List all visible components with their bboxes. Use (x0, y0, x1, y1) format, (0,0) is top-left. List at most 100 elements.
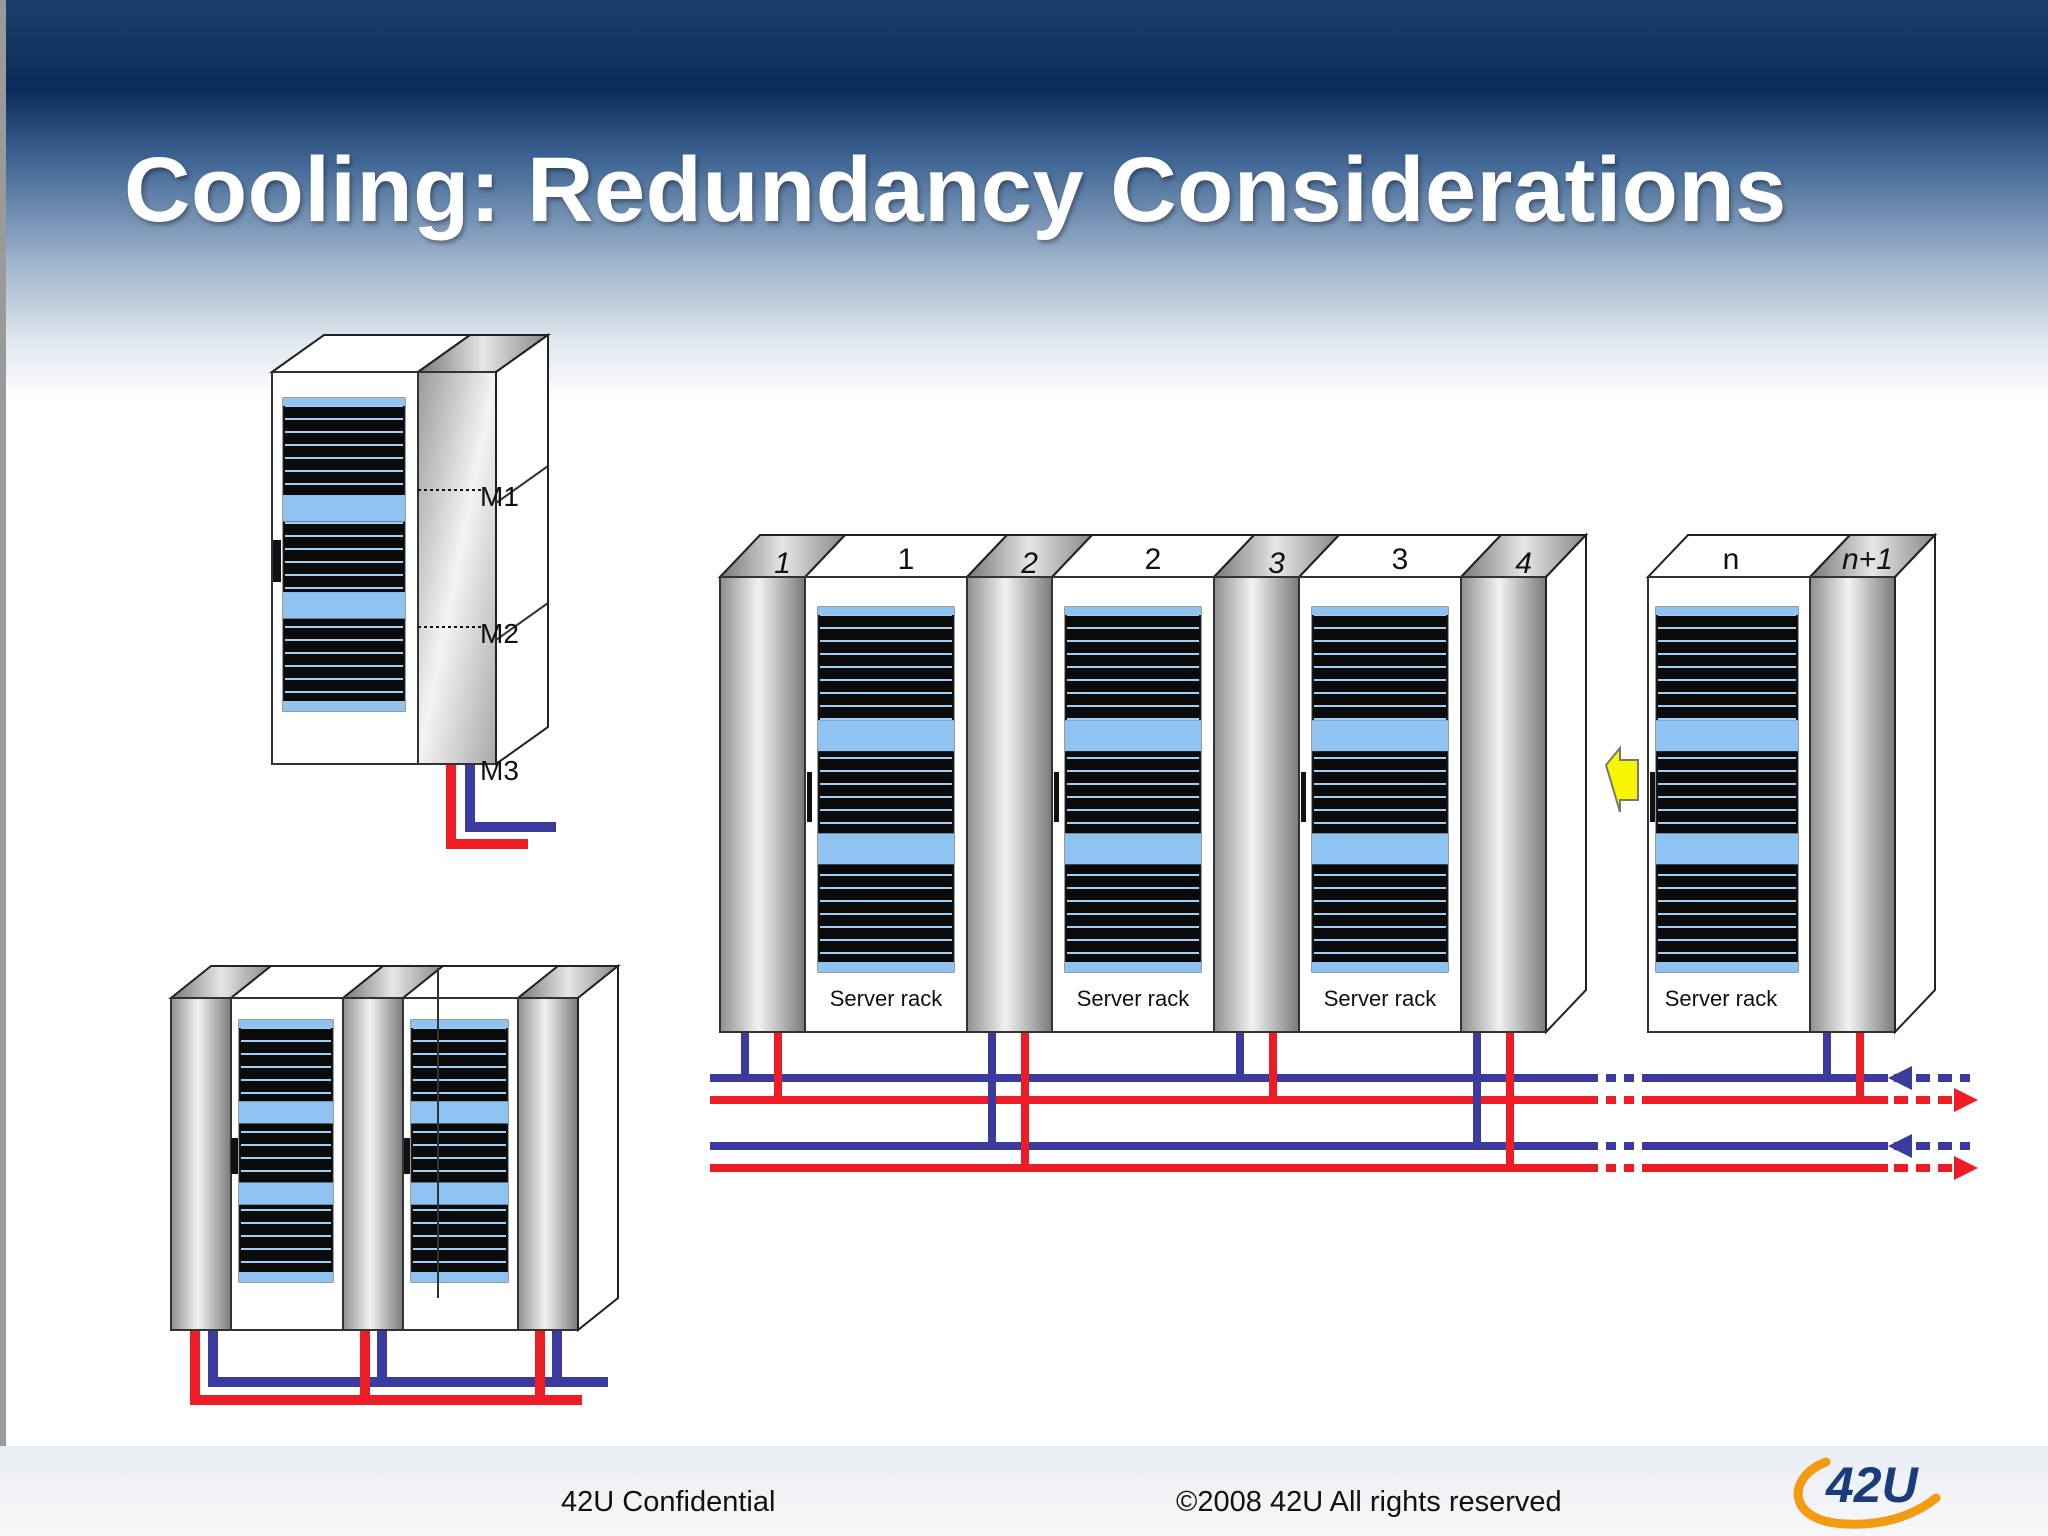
cooler-body (170, 997, 232, 1331)
server-blue-band (239, 1182, 333, 1205)
rack-side (577, 963, 619, 1333)
server-panel-body (817, 606, 955, 973)
server-panel-body (1655, 606, 1799, 973)
cooler-body (966, 576, 1053, 1033)
server-blue-band (1656, 833, 1798, 865)
cooler-label: 1 (774, 547, 791, 580)
server-blue-band (1312, 833, 1448, 865)
server-blue-band (283, 592, 405, 619)
rack-cooler (168, 965, 274, 1331)
server-blue-band (1312, 962, 1448, 972)
supply-arrow-icon (1954, 1156, 1978, 1180)
supply-pipe (446, 764, 528, 849)
rack-server-panel (817, 606, 955, 973)
cooling-pipes (190, 764, 1978, 1405)
server-panel-body (410, 1019, 509, 1283)
rack-server-panel (1655, 606, 1799, 973)
rack-server-panel (1064, 606, 1202, 973)
server-panel-body (238, 1019, 334, 1283)
server-blue-band (818, 833, 954, 865)
server-blue-band (1065, 962, 1201, 972)
module-divider (495, 465, 549, 504)
in-row-cooler-4 (1458, 534, 1589, 1033)
airflow-arrow-icon (1604, 745, 1639, 813)
company-logo: 42U (1793, 1457, 1941, 1529)
server-blue-band (1065, 720, 1201, 752)
logo-swoosh-icon (1793, 1457, 1941, 1529)
module-label-m3: M3 (480, 755, 519, 786)
rack-label: Server rack (830, 986, 943, 1011)
server-blue-band (283, 398, 405, 406)
return-arrow-icon (1888, 1066, 1912, 1090)
footer-copyright: ©2008 42U All rights reserved (1176, 1486, 1562, 1518)
rack-server-panel (238, 1019, 334, 1283)
footer-confidential: 42U Confidential (561, 1486, 776, 1518)
server-blue-band (1656, 720, 1798, 752)
cooler-label: n+1 (1842, 543, 1893, 576)
supply-arrow-icon (1954, 1088, 1978, 1112)
server-blue-band (283, 495, 405, 522)
cooler-body (1213, 576, 1300, 1033)
server-blue-band (239, 1272, 333, 1282)
in-row-cooler-3 (1211, 534, 1342, 1033)
server-panel-body (282, 397, 406, 712)
in-row-cooler-1 (717, 534, 848, 1033)
cooler-body (342, 997, 404, 1331)
server-panel-body (1311, 606, 1449, 973)
rack-handle (807, 772, 812, 822)
row-end-side (1894, 532, 1936, 1035)
server-blue-band (411, 1272, 508, 1282)
server-blue-band (239, 1101, 333, 1124)
server-blue-band (411, 1020, 508, 1028)
rack-server-panel (282, 397, 406, 712)
server-blue-band (1312, 720, 1448, 752)
rack-handle (403, 1138, 410, 1174)
server-blue-band (1656, 607, 1798, 615)
rack-number: 1 (898, 543, 915, 576)
rack-cooler (515, 965, 621, 1331)
rack-handle (1054, 772, 1059, 822)
cooler-body (1460, 576, 1547, 1033)
server-blue-band (283, 701, 405, 711)
row-end-side (1545, 532, 1587, 1035)
return-pipe (465, 764, 556, 832)
server-blue-band (411, 1101, 508, 1124)
server-blue-band (818, 720, 954, 752)
module-label-m1: M1 (480, 481, 519, 512)
cooler-body (1809, 576, 1896, 1033)
slide-left-edge (0, 0, 6, 1536)
rack-handle (273, 540, 281, 582)
return-pipe (208, 1330, 608, 1387)
footer (0, 1446, 2048, 1536)
slide-title: Cooling: Redundancy Considerations (124, 139, 1787, 241)
cooling-module-body (417, 371, 497, 765)
module-divider (495, 602, 549, 641)
rack-server-panel (1311, 606, 1449, 973)
server-blue-band (1065, 607, 1201, 615)
return-arrow-icon (1888, 1134, 1912, 1158)
rack-label: Server rack (1324, 986, 1437, 1011)
rack-handle (231, 1138, 238, 1174)
rack-label: Server rack (1665, 986, 1778, 1011)
rack-handle (1301, 772, 1306, 822)
racks-layer (168, 333, 1938, 1333)
cooler-body (517, 997, 579, 1331)
rack-number: 2 (1145, 543, 1162, 576)
server-blue-band (239, 1020, 333, 1028)
rack-side (495, 333, 549, 766)
rack-number: 3 (1392, 543, 1409, 576)
in-row-cooler-2 (964, 534, 1095, 1033)
rack-label: Server rack (1077, 986, 1190, 1011)
cooler-body (719, 576, 806, 1033)
server-blue-band (1312, 607, 1448, 615)
cooler-label: 3 (1268, 547, 1285, 580)
cooler-label: 4 (1515, 547, 1532, 580)
server-blue-band (1065, 833, 1201, 865)
supply-pipe (190, 1330, 582, 1405)
module-label-m2: M2 (480, 618, 519, 649)
server-blue-band (411, 1182, 508, 1205)
rack-handle (1650, 772, 1655, 822)
